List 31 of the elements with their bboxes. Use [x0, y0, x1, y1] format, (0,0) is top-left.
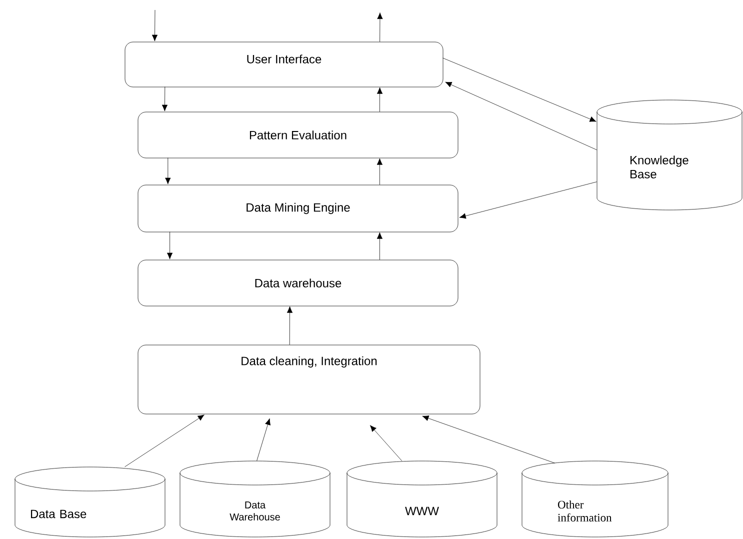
node-label: WWW — [405, 506, 439, 516]
node-label: Other information — [558, 500, 612, 522]
arrow — [422, 416, 555, 464]
arrow — [442, 58, 596, 122]
arrow — [376, 158, 383, 185]
cylinder: Data Base — [14, 466, 166, 538]
arrow — [162, 86, 168, 112]
process-box: Data warehouse — [138, 260, 458, 306]
cylinder: WWW — [346, 460, 498, 538]
arrow — [286, 306, 293, 345]
arrow — [376, 232, 383, 260]
node-label: Data Warehouse — [230, 502, 280, 520]
process-box: Data cleaning, Integration — [138, 344, 480, 414]
cylinder: Other information — [522, 460, 668, 538]
arrow — [124, 414, 204, 467]
process-box: Pattern Evaluation — [138, 112, 458, 158]
node-label: Data Base — [30, 510, 86, 518]
arrow — [165, 158, 171, 184]
cylinder: Knowledge Base — [596, 100, 742, 210]
process-box: Data Mining Engine — [138, 184, 458, 232]
arrow — [377, 12, 383, 42]
cylinder: Data Warehouse — [180, 460, 330, 538]
node-label: Knowledge Base — [630, 156, 688, 178]
process-box: User Interface — [124, 42, 444, 88]
arrow — [445, 82, 597, 150]
arrow — [370, 425, 402, 461]
arrow — [376, 87, 383, 112]
arrow — [256, 418, 271, 461]
arrow — [459, 182, 597, 219]
arrow — [152, 10, 158, 42]
arrow — [166, 232, 173, 260]
